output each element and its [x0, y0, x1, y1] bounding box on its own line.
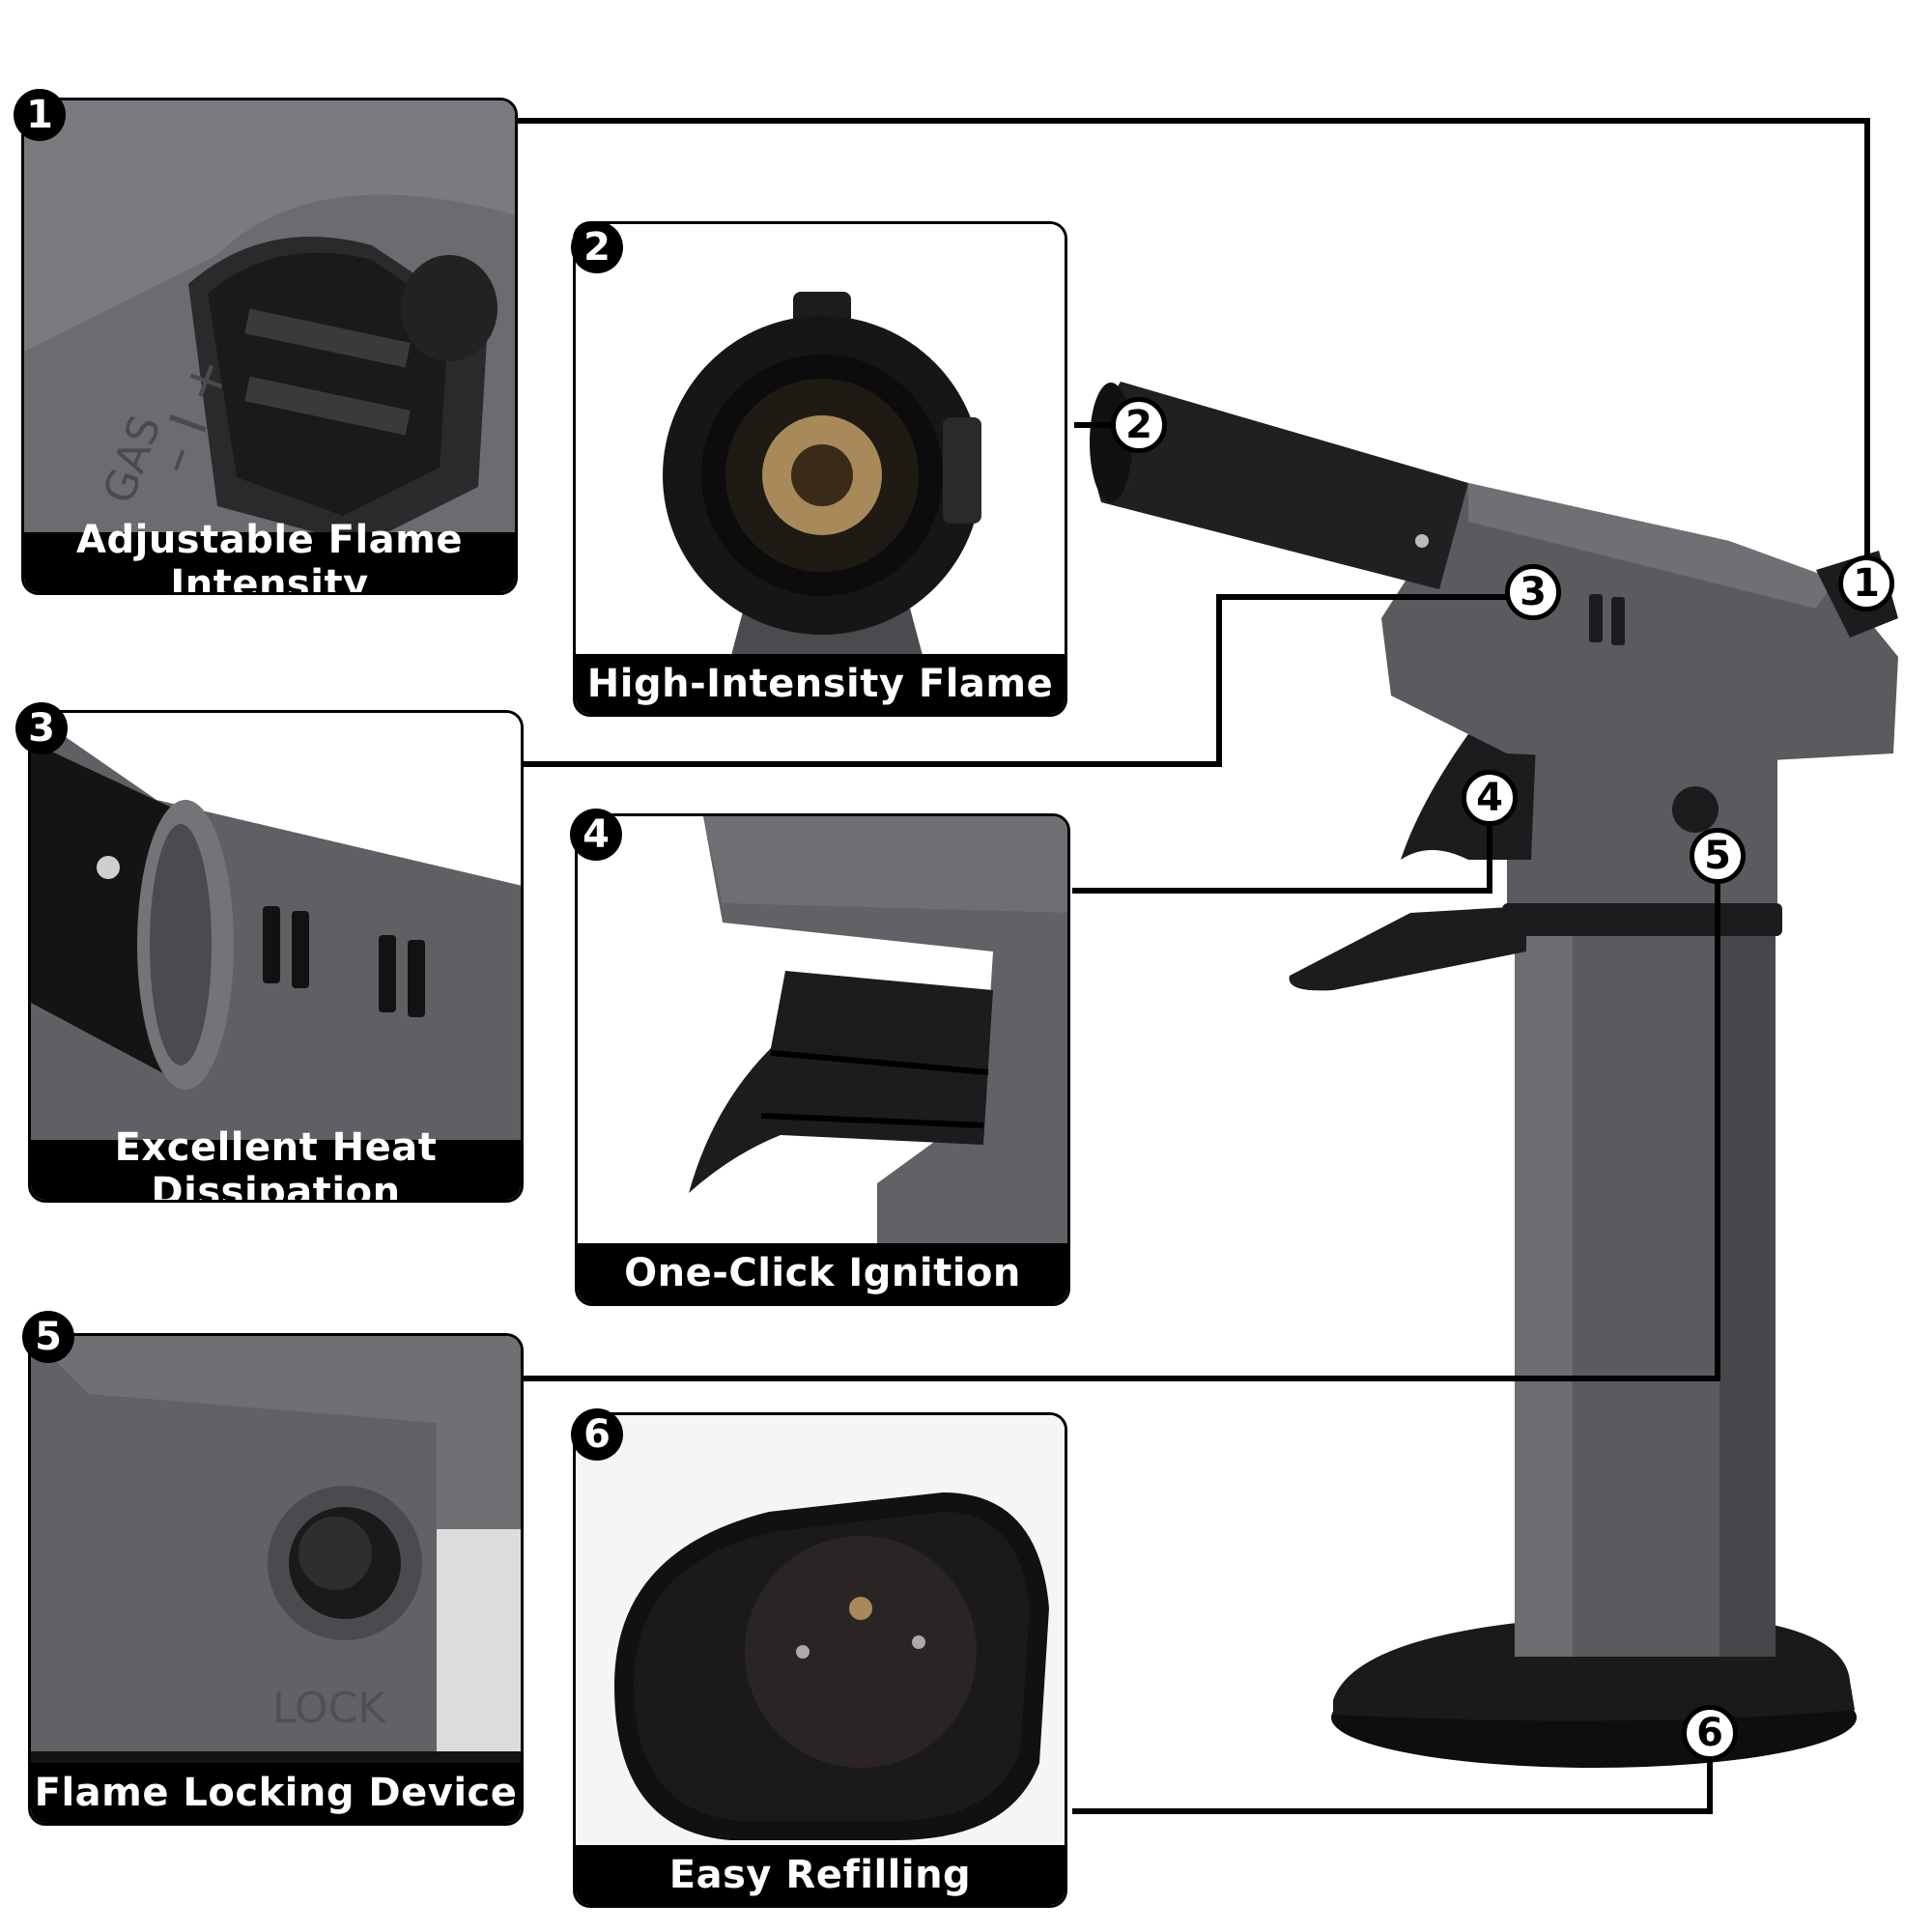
callout-2: 2 — [1111, 397, 1167, 453]
badge-4: 4 — [570, 809, 622, 861]
feature-caption-1: Adjustable Flame Intensity — [24, 518, 515, 592]
torch-illustration — [1090, 382, 1898, 1768]
feature-panel-1: GAS – I + Adjustable Flame Intensity — [21, 98, 518, 595]
badge-1: 1 — [14, 89, 66, 141]
callout-3: 3 — [1505, 564, 1561, 620]
feature-panel-5: LOCK Flame Locking Device — [28, 1333, 524, 1826]
badge-5: 5 — [22, 1311, 74, 1363]
badge-3: 3 — [15, 702, 68, 754]
callout-4: 4 — [1462, 770, 1518, 826]
feature-caption-2: High-Intensity Flame — [576, 654, 1065, 714]
base-refill-photo — [576, 1415, 1065, 1850]
feature-caption-3: Excellent Heat Dissipation — [31, 1125, 521, 1200]
feature-panel-6: Easy Refilling — [573, 1412, 1067, 1908]
feature-panel-3: Excellent Heat Dissipation — [28, 710, 524, 1203]
feature-caption-4: One-Click Ignition — [578, 1243, 1067, 1303]
feature-caption-5: Flame Locking Device — [31, 1763, 521, 1823]
badge-6: 6 — [571, 1408, 623, 1461]
nozzle-photo — [576, 224, 1065, 659]
vents-photo — [31, 713, 521, 1148]
lock-button-photo: LOCK — [31, 1336, 521, 1771]
callout-5: 5 — [1690, 828, 1746, 884]
callout-1: 1 — [1838, 555, 1894, 611]
badge-2: 2 — [571, 221, 623, 273]
feature-panel-2: High-Intensity Flame — [573, 221, 1067, 717]
lock-label: LOCK — [272, 1684, 386, 1733]
callout-6: 6 — [1682, 1705, 1738, 1761]
feature-caption-6: Easy Refilling — [576, 1845, 1065, 1905]
trigger-photo — [578, 816, 1067, 1251]
gas-knob-photo: GAS – I + — [24, 100, 515, 535]
feature-panel-4: One-Click Ignition — [575, 813, 1070, 1306]
